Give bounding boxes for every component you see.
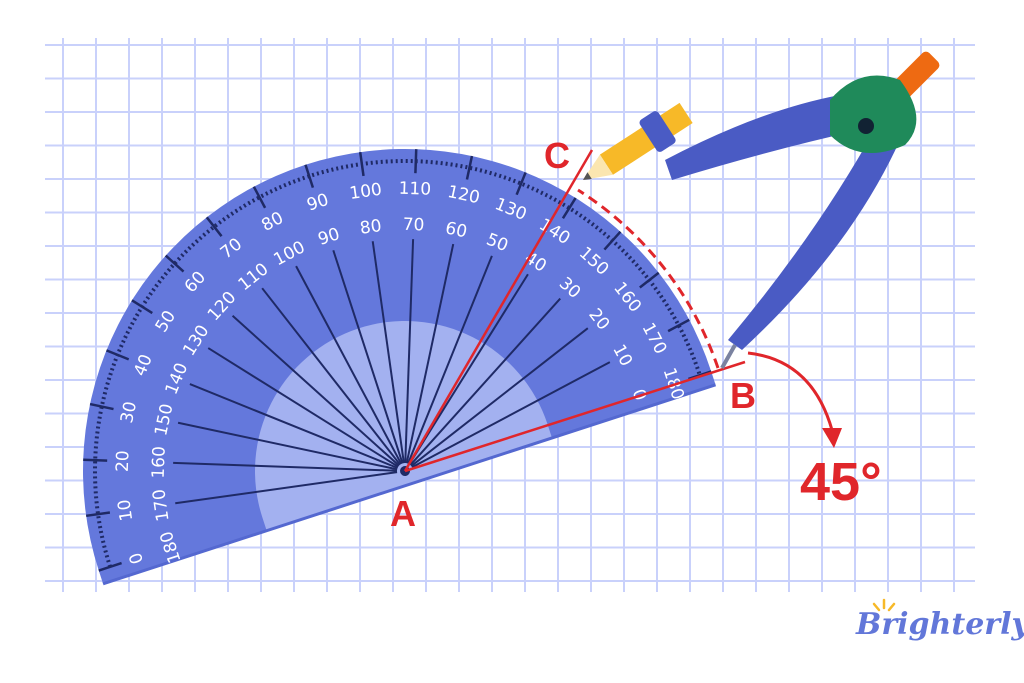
protractor-tick: [98, 561, 122, 572]
protractor-tick: [561, 197, 577, 219]
inner-scale-label: 170: [149, 488, 173, 523]
protractor-ray: [409, 297, 561, 466]
protractor-ray: [295, 265, 403, 465]
outer-scale-label: 10: [114, 498, 137, 522]
protractor-tick: [465, 155, 474, 180]
outer-scale-label: 110: [398, 179, 431, 200]
inner-scale-label: 160: [149, 446, 170, 479]
protractor-ray: [177, 421, 398, 471]
point-a-label: A: [390, 493, 416, 534]
protractor-tick: [85, 511, 111, 518]
compass-hinge: [830, 75, 917, 153]
arc-dashed: [577, 188, 720, 369]
protractor-ray: [371, 241, 405, 464]
protractor-ray: [173, 461, 398, 472]
pencil-tip: [582, 154, 613, 180]
protractor-tick: [83, 458, 108, 462]
protractor-tick: [252, 186, 267, 209]
inner-scale-label: 60: [443, 218, 468, 242]
protractor-ray: [405, 243, 455, 464]
protractor-ray: [231, 315, 400, 467]
protractor-ray: [261, 287, 401, 466]
protractor-tick: [358, 151, 365, 177]
ray-ac: [403, 149, 594, 472]
protractor-ray: [408, 273, 529, 465]
protractor-tick: [89, 402, 114, 411]
protractor-ray: [407, 255, 493, 464]
protractor-tick: [667, 318, 690, 333]
protractor-ray: [404, 239, 415, 464]
protractor-tick: [414, 149, 418, 174]
protractor-ray: [411, 361, 611, 469]
protractor-tick: [164, 254, 185, 273]
compass-leg-needle: [728, 120, 900, 350]
protractor-tick: [205, 216, 223, 237]
logo-text: Brighterly: [855, 607, 1024, 642]
arrow-head-icon: [822, 428, 842, 448]
protractor-tick: [639, 271, 660, 289]
protractor-tick: [105, 349, 130, 361]
protractor-ray: [410, 327, 589, 467]
protractor-ray: [189, 383, 398, 469]
arrow-to-angle: [747, 351, 834, 431]
protractor-tick: [304, 164, 315, 188]
protractor-tick: [131, 299, 153, 315]
pencil-body: [599, 102, 693, 175]
protractor-tick: [515, 171, 527, 196]
brighterly-logo: Brighterly: [855, 598, 1024, 642]
protractor-ray: [332, 250, 404, 464]
outer-scale-label: 100: [348, 180, 383, 204]
inner-scale-label: 80: [359, 216, 383, 239]
protractor-tick: [603, 230, 622, 251]
angle-measure-label: 45°: [800, 452, 882, 512]
point-b-label: B: [730, 375, 756, 416]
inner-scale-label: 70: [402, 215, 424, 236]
outer-scale-label: 20: [113, 450, 134, 472]
outer-scale-label: 30: [117, 400, 141, 425]
ray-ab: [404, 360, 746, 473]
protractor-ray: [175, 471, 398, 505]
compass-leg-pencil: [665, 95, 860, 180]
protractor-ray: [207, 347, 399, 468]
compass: [582, 51, 940, 369]
point-c-label: C: [544, 135, 570, 176]
